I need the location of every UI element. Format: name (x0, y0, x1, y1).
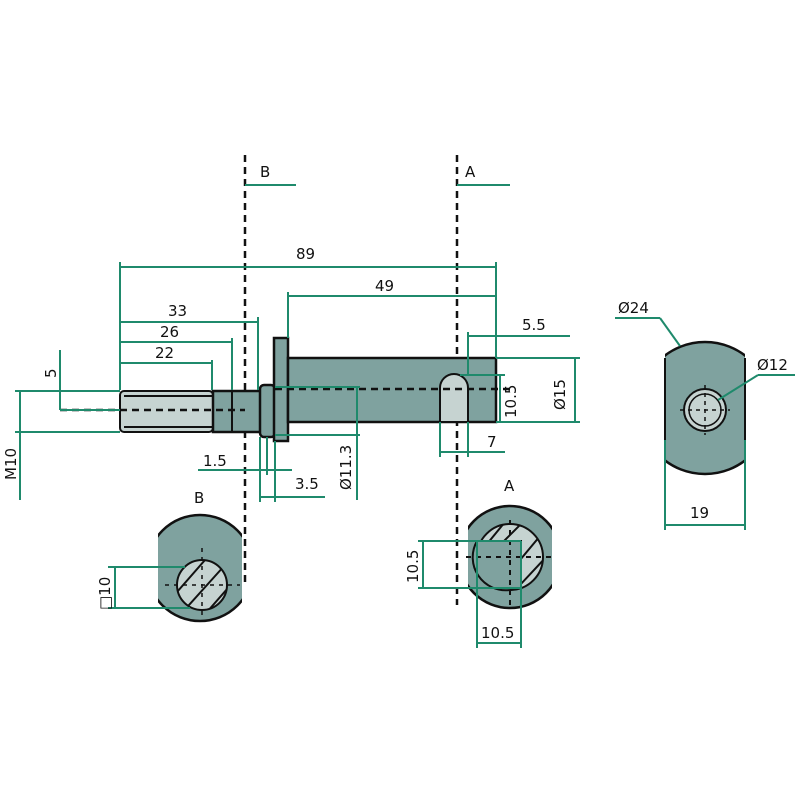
section-b-view: B □10 (96, 489, 242, 623)
section-a-marker: A (465, 163, 476, 181)
thread-portion (119, 390, 214, 433)
dimension-label: 10.5 (502, 385, 520, 418)
dimension-label: □10 (96, 577, 114, 610)
slot (439, 373, 469, 423)
section-a-view: A 10.5 10.5 (404, 477, 555, 648)
dim-5: 5 (42, 350, 120, 411)
dim-89: 89 (119, 245, 497, 390)
dimension-label: 22 (155, 344, 174, 362)
dimension-label: 19 (690, 504, 709, 522)
dimension-label: 1.5 (203, 452, 227, 470)
dim-22: 22 (120, 344, 213, 390)
dimension-label: 10.5 (481, 624, 514, 642)
section-line-b: B (243, 155, 296, 585)
section-line-a: A (455, 155, 510, 605)
dim-m10: M10 (2, 390, 120, 500)
dim-33: 33 (120, 302, 259, 390)
dimension-label: B (194, 489, 204, 507)
dimension-label: Ø12 (757, 356, 788, 374)
dimension-label: 10.5 (404, 550, 422, 583)
dim-26: 26 (120, 323, 233, 390)
dimension-label: 33 (168, 302, 187, 320)
dimension-label: 5 (42, 368, 60, 378)
dim-10-5-slot: 10.5 (460, 374, 520, 422)
dim-d15: Ø15 (496, 357, 580, 423)
dim-d11-3: Ø11.3 (275, 386, 360, 500)
dimension-label: M10 (2, 448, 20, 480)
dimension-label: Ø24 (618, 299, 649, 317)
section-b-marker: B (260, 163, 270, 181)
end-view: Ø24 Ø12 19 (615, 299, 795, 530)
dim-49: 49 (287, 277, 496, 338)
dimension-label: 7 (487, 433, 497, 451)
dimension-label: 49 (375, 277, 394, 295)
dimension-label: 26 (160, 323, 179, 341)
dim-7: 7 (439, 422, 505, 457)
dimension-label: Ø11.3 (337, 445, 355, 490)
dim-1-5-3-5: 1.5 3.5 (198, 437, 325, 502)
dim-5-5: 5.5 (467, 316, 570, 375)
dimension-label: Ø15 (551, 379, 569, 410)
dimension-label: A (504, 477, 515, 495)
neck (211, 389, 263, 434)
dimension-label: 89 (296, 245, 315, 263)
shaft-side-view (60, 336, 510, 443)
dimension-label: 3.5 (295, 475, 319, 493)
dimension-label: 5.5 (522, 316, 546, 334)
